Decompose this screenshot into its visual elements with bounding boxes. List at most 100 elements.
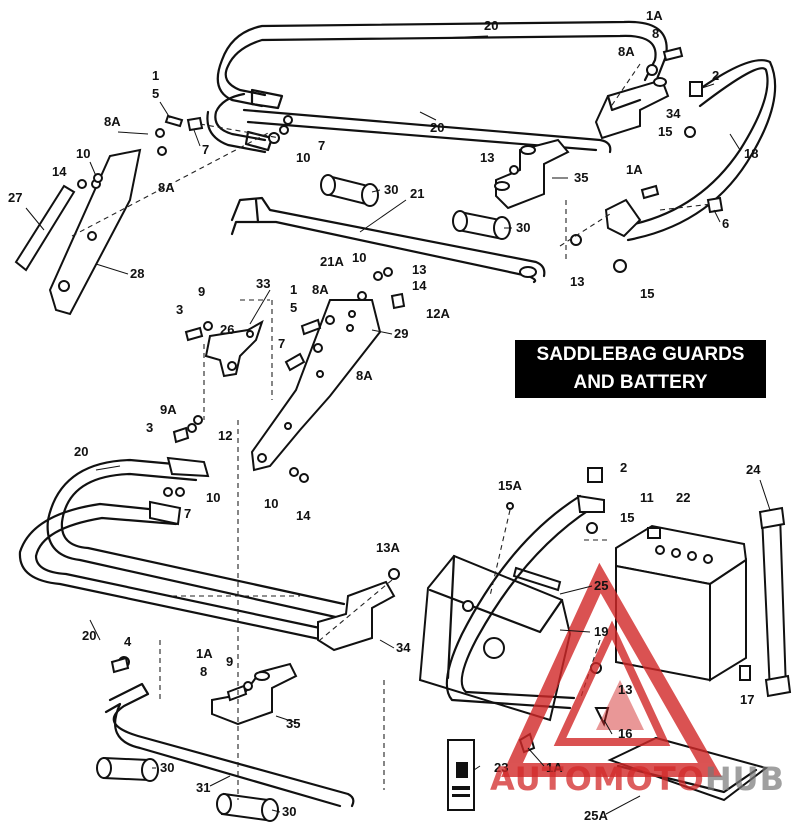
callout-33: 33 — [256, 276, 270, 291]
callout-10-d: 10 — [206, 490, 220, 505]
callout-10-e: 10 — [264, 496, 278, 511]
callout-34-b: 34 — [396, 640, 411, 655]
callout-15-c: 15 — [620, 510, 634, 525]
rail-31 — [104, 656, 355, 808]
callout-21A: 21A — [320, 254, 344, 269]
callout-25: 25 — [594, 578, 608, 593]
callout-21: 21 — [410, 186, 424, 201]
callout-6: 6 — [722, 216, 729, 231]
strip-27 — [14, 184, 76, 272]
callout-30-c: 30 — [160, 760, 174, 775]
callout-9-b: 9 — [226, 654, 233, 669]
bracket-33-26 — [204, 319, 264, 378]
rail-21 — [230, 196, 546, 284]
callout-8-b: 8 — [200, 664, 207, 679]
diagram-title: SADDLEBAG GUARDS AND BATTERY — [515, 340, 766, 398]
bracket-34-upper — [594, 77, 670, 140]
callout-23: 23 — [494, 760, 508, 775]
callout-19: 19 — [594, 624, 608, 639]
bracket-29 — [250, 299, 382, 472]
callout-15-b: 15 — [640, 286, 654, 301]
callout-29: 29 — [394, 326, 408, 341]
callout-7-a: 7 — [202, 142, 209, 157]
watermark-text-a: AUTOMOTO — [490, 760, 705, 798]
callout-14-b: 14 — [412, 278, 427, 293]
bracket-35-lower — [211, 662, 298, 726]
battery-22 — [615, 524, 748, 682]
callout-25A: 25A — [584, 808, 608, 823]
label-23 — [447, 739, 475, 811]
callout-16: 16 — [618, 726, 632, 741]
callout-2-b: 2 — [620, 460, 627, 475]
callout-3-a: 3 — [176, 302, 183, 317]
callout-10-c: 10 — [352, 250, 366, 265]
callout-2-a: 2 — [712, 68, 719, 83]
plate-28 — [48, 148, 142, 316]
callout-8A-a: 8A — [618, 44, 635, 59]
callout-8-a: 8 — [652, 26, 659, 41]
callout-5-b: 5 — [290, 300, 297, 315]
callout-31: 31 — [196, 780, 210, 795]
callout-1A-b: 1A — [626, 162, 643, 177]
strap-24 — [758, 506, 792, 698]
callout-20c: 20 — [74, 444, 88, 459]
callout-labels: 20 1A 8 8A 2 34 15 18 20 1 5 8A 7 8A 7 1… — [8, 8, 761, 823]
callout-1-b: 1 — [290, 282, 297, 297]
callout-15A: 15A — [498, 478, 522, 493]
callout-17: 17 — [740, 692, 754, 707]
callout-28: 28 — [130, 266, 144, 281]
callout-8A-e: 8A — [356, 368, 373, 383]
callout-3-b: 3 — [146, 420, 153, 435]
title-line-2: AND BATTERY — [573, 372, 708, 393]
callout-35-a: 35 — [574, 170, 588, 185]
callout-18: 18 — [744, 146, 758, 161]
callout-12A: 12A — [426, 306, 450, 321]
callout-8A-b: 8A — [104, 114, 121, 129]
callout-13A: 13A — [376, 540, 400, 555]
upper-hardware — [77, 46, 724, 273]
rail-19 — [445, 494, 605, 710]
callout-7-b: 7 — [318, 138, 325, 153]
callout-30-d: 30 — [282, 804, 296, 819]
leader-lines — [25, 35, 771, 815]
battery-tray-25 — [418, 554, 572, 722]
callout-22: 22 — [676, 490, 690, 505]
spacer-30-c — [96, 756, 159, 782]
callout-27: 27 — [8, 190, 22, 205]
callout-1-a: 1 — [152, 68, 159, 83]
bracket-35-upper — [494, 138, 570, 210]
callout-14-a: 14 — [52, 164, 67, 179]
spacer-30-a — [320, 174, 379, 207]
callout-20b: 20 — [430, 120, 444, 135]
title-line-1: SADDLEBAG GUARDS — [536, 344, 745, 365]
callout-8A-d: 8A — [312, 282, 329, 297]
callout-15-a: 15 — [658, 124, 672, 139]
curved-rail-18 — [604, 59, 777, 242]
callout-9-a: 9 — [198, 284, 205, 299]
callout-26: 26 — [220, 322, 234, 337]
callout-13-a: 13 — [480, 150, 494, 165]
middle-hardware — [172, 267, 406, 483]
callout-13-c: 13 — [412, 262, 426, 277]
callout-20a: 20 — [484, 18, 498, 33]
callout-8A-c: 8A — [158, 180, 175, 195]
callout-30-a: 30 — [384, 182, 398, 197]
callout-10-a: 10 — [76, 146, 90, 161]
watermark-text: AUTOMOTOHUB — [490, 760, 785, 798]
callout-13-b: 13 — [570, 274, 584, 289]
upper-guard-rail-20 — [206, 20, 668, 154]
bracket-34-lower — [317, 568, 400, 652]
callout-12: 12 — [218, 428, 232, 443]
spacer-30-d — [216, 792, 279, 822]
callout-1A-c: 1A — [196, 646, 213, 661]
watermark-text-b: HUB — [704, 760, 786, 798]
callout-7-e: 7 — [184, 506, 191, 521]
callout-13-d: 13 — [618, 682, 632, 697]
callout-4: 4 — [124, 634, 132, 649]
callout-10-b: 10 — [296, 150, 310, 165]
callout-34-a: 34 — [666, 106, 681, 121]
callout-1A-a: 1A — [646, 8, 663, 23]
callout-35-b: 35 — [286, 716, 300, 731]
spacer-30-b — [452, 210, 511, 240]
